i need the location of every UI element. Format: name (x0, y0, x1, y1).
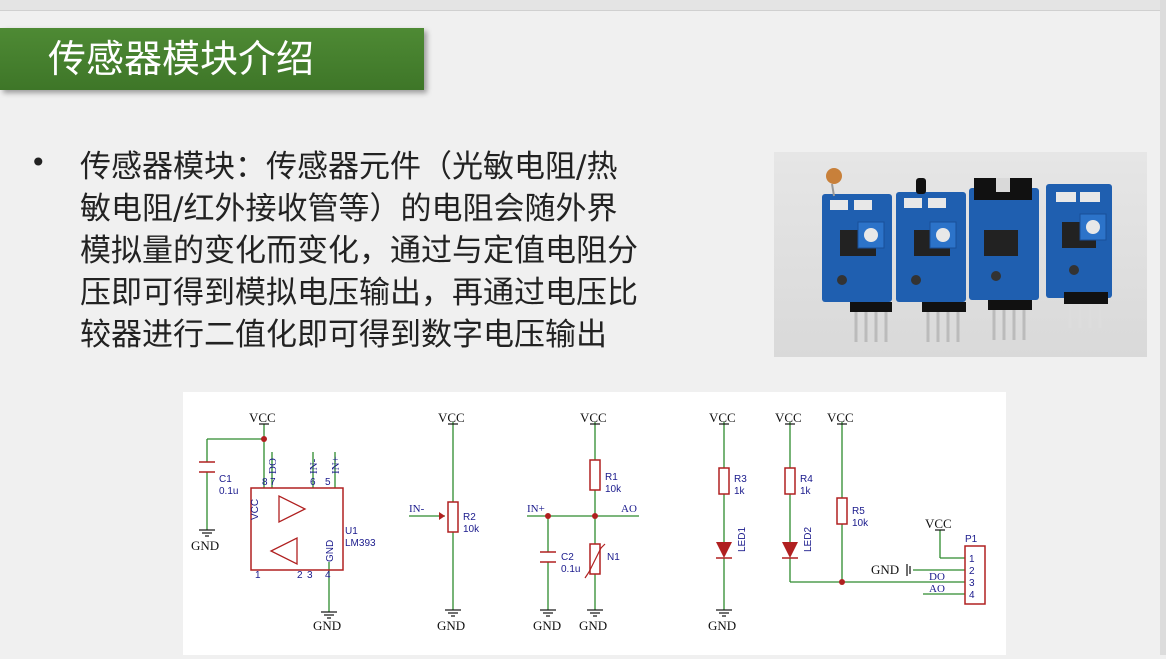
r5-value: 10k (852, 518, 869, 529)
pin-number: 4 (325, 570, 331, 581)
p1-pin: 4 (969, 590, 975, 601)
r4-value: 1k (800, 486, 812, 497)
c2-value: 0.1u (561, 564, 580, 575)
u1-label: U1 (345, 526, 358, 537)
ao-net-label: AO (929, 583, 945, 595)
vcc-label: VCC (827, 410, 854, 425)
scroll-edge (1160, 0, 1166, 655)
pin-number: 2 (297, 570, 303, 581)
r1-label: R1 (605, 472, 618, 483)
vcc-label: VCC (775, 410, 802, 425)
vcc-labels: VCC VCC VCC VCC VCC VCC VCC (249, 410, 952, 531)
window-top-strip (0, 0, 1166, 11)
r2-resistor (447, 501, 459, 533)
u1-vcc-pin: VCC (250, 499, 261, 520)
n1-label: N1 (607, 552, 620, 563)
gnd-label: GND (533, 618, 561, 633)
bullet-line: 压即可得到模拟电压输出，再通过电压比 (80, 275, 638, 311)
pin-number: 3 (307, 570, 313, 581)
led2-label: LED2 (803, 527, 814, 552)
bullet-line: 传感器模块：传感器元件（光敏电阻/热 (80, 149, 618, 185)
gnd-label: GND (871, 562, 899, 577)
slide-title: 传感器模块介绍 (48, 37, 315, 81)
vcc-label: VCC (249, 410, 276, 425)
c1-value: 0.1u (219, 486, 238, 497)
vcc-label: VCC (925, 516, 952, 531)
u1-part: LM393 (345, 538, 376, 549)
sensor-module-thermistor (896, 178, 966, 342)
sensor-modules-photo (774, 152, 1147, 357)
gnd-label: GND (313, 618, 341, 633)
r3-resistor (718, 467, 730, 495)
vcc-label: VCC (709, 410, 736, 425)
sensor-module-photoresistor (822, 168, 892, 342)
p1-pin: 2 (969, 566, 975, 577)
ground-symbols (199, 529, 911, 619)
sensor-circuit-schematic: VCC VCC VCC VCC VCC VCC VCC GND GND GND … (183, 392, 1006, 655)
gnd-label: GND (708, 618, 736, 633)
r5-label: R5 (852, 506, 865, 517)
pin-number: 6 (310, 477, 316, 488)
p1-pin: 1 (969, 554, 975, 565)
r4-resistor (784, 467, 796, 495)
pin-number: 8 (262, 477, 268, 488)
in-plus-net-label: IN+ (330, 456, 342, 474)
bullet-marker: • (30, 146, 47, 179)
r5-resistor (836, 497, 848, 525)
led1-diode (716, 542, 732, 558)
led2-diode (782, 542, 798, 558)
do-net-label: DO (929, 571, 945, 583)
slide-title-bar: 传感器模块介绍 (0, 28, 424, 90)
r3-label: R3 (734, 474, 747, 485)
vcc-label: VCC (580, 410, 607, 425)
pin-number: 1 (255, 570, 261, 581)
u1-gnd-pin: GND (325, 540, 336, 562)
junction-nodes (261, 436, 845, 585)
sensor-module-ir-receiver (969, 178, 1039, 340)
pin-number: 7 (270, 477, 276, 488)
ao-net-label: AO (621, 503, 637, 515)
r1-resistor (589, 459, 601, 491)
vcc-label: VCC (438, 410, 465, 425)
p1-label: P1 (965, 534, 978, 545)
r3-value: 1k (734, 486, 746, 497)
n1-sensor (589, 543, 601, 575)
c2-label: C2 (561, 552, 574, 563)
in-plus-net-label: IN+ (527, 503, 545, 515)
gnd-label: GND (191, 538, 219, 553)
sensor-module-generic (1046, 184, 1112, 328)
r2-label: R2 (463, 512, 476, 523)
bullet-line: 模拟量的变化而变化，通过与定值电阻分 (80, 233, 638, 269)
bullet-line: 较器进行二值化即可得到数字电压输出 (80, 317, 607, 353)
bullet-line: 敏电阻/红外接收管等）的电阻会随外界 (80, 191, 618, 227)
gnd-label: GND (437, 618, 465, 633)
p1-pin: 3 (969, 578, 975, 589)
in-minus-net-label: IN- (409, 503, 425, 515)
in-minus-net-label: IN- (308, 458, 320, 474)
pin-number: 5 (325, 477, 331, 488)
r1-value: 10k (605, 484, 622, 495)
do-net-label: DO (267, 458, 279, 474)
gnd-label: GND (579, 618, 607, 633)
c1-label: C1 (219, 474, 232, 485)
bullet-paragraph: 传感器模块：传感器元件（光敏电阻/热 敏电阻/红外接收管等）的电阻会随外界 模拟… (80, 146, 760, 356)
r4-label: R4 (800, 474, 813, 485)
r2-value: 10k (463, 524, 480, 535)
led1-label: LED1 (737, 527, 748, 552)
u1-body (250, 487, 344, 571)
p1-connector (964, 545, 986, 605)
